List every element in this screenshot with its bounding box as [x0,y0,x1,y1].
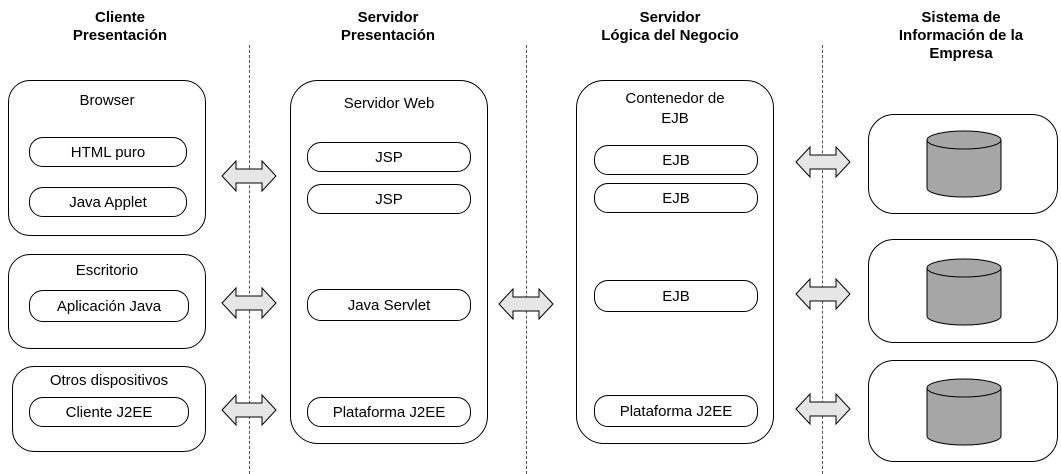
database-icon [926,130,1002,198]
other-devices-title: Otros dispositivos [49,372,169,389]
desktop-title: Escritorio [75,262,139,279]
separator-client-web [249,45,250,474]
web-header-line1: Servidor [357,9,419,26]
java-applet-pill: Java Applet [29,187,187,217]
eis-header-line1: Sistema de [921,9,1001,26]
arrow-web-business [498,288,554,320]
business-tier-header: Servidor Lógica del Negocio [570,9,770,45]
web-j2ee-platform-pill: Plataforma J2EE [307,397,471,427]
client-header-line2: Presentación [72,27,168,44]
jsp-pill-1: JSP [307,142,471,172]
java-servlet-pill: Java Servlet [307,289,471,321]
browser-box: Browser HTML puro Java Applet [8,80,206,236]
eis-box-3 [868,360,1058,462]
database-icon [926,378,1002,446]
business-header-line2: Lógica del Negocio [601,27,739,44]
ejb-pill-1: EJB [594,145,758,175]
client-header-line1: Cliente [94,9,145,26]
eis-header-line2: Información de la [898,27,1024,44]
client-tier-header: Cliente Presentación [40,9,200,45]
eis-box-2 [868,239,1058,343]
web-server-box: Servidor Web JSP JSP Java Servlet Plataf… [290,80,488,444]
ejb-container-title-line1: Contenedor de [625,90,725,107]
arrow-browser-web [221,160,277,192]
arrow-desktop-web [221,287,277,319]
ejb-container-box: Contenedor de EJB EJB EJB EJB Plataforma… [576,80,774,444]
ejb-j2ee-platform-pill: Plataforma J2EE [594,395,758,427]
html-puro-pill: HTML puro [29,137,187,167]
eis-header-line3: Empresa [929,45,993,62]
web-server-title: Servidor Web [343,95,435,112]
arrow-business-db-3 [795,393,851,425]
jsp-pill-2: JSP [307,184,471,214]
ejb-pill-3: EJB [594,280,758,312]
ejb-container-title-line2: EJB [661,110,689,127]
eis-tier-header: Sistema de Información de la Empresa [866,9,1056,63]
eis-box-1 [868,114,1058,214]
business-header-line1: Servidor [639,9,701,26]
arrow-other-web [221,394,277,426]
web-tier-header: Servidor Presentación [308,9,468,45]
database-icon [926,258,1002,326]
ejb-pill-2: EJB [594,183,758,213]
arrow-business-db-2 [795,278,851,310]
desktop-box: Escritorio Aplicación Java [8,254,206,349]
separator-web-business [526,45,527,474]
separator-business-eis [822,45,823,474]
java-application-pill: Aplicación Java [29,290,189,322]
other-devices-box: Otros dispositivos Cliente J2EE [12,366,206,452]
arrow-business-db-1 [795,146,851,178]
web-header-line2: Presentación [340,27,436,44]
browser-title: Browser [79,92,135,109]
j2ee-client-pill: Cliente J2EE [29,397,189,427]
